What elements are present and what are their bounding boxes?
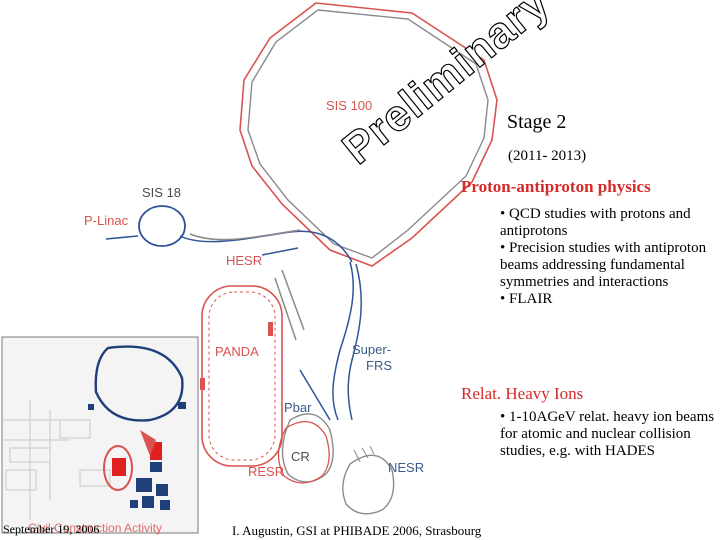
label-hesr: HESR — [226, 253, 262, 268]
plinac-line — [105, 235, 139, 240]
label-resr: RESR — [248, 464, 284, 479]
label-panda: PANDA — [215, 344, 259, 359]
sis100-ring — [239, 2, 498, 267]
stage-years: (2011- 2013) — [508, 148, 587, 164]
bullet-list-proton-antiproton: • QCD studies with protons and antiproto… — [500, 206, 715, 308]
transfer-lines — [179, 229, 362, 421]
bullet-item: • Precision studies with antiproton beam… — [500, 240, 707, 290]
section-title-heavy-ions: Relat. Heavy Ions — [461, 384, 584, 403]
label-plinac: P-Linac — [84, 213, 129, 228]
stage-title: Stage 2 — [507, 111, 567, 133]
footer-date: September 19, 2006 — [3, 522, 100, 536]
site-overview-inset — [1, 336, 199, 534]
hesr-ring — [200, 285, 283, 467]
footer-author: I. Augustin, GSI at PHIBADE 2006, Strasb… — [232, 523, 482, 538]
section-title-proton-antiproton: Proton-antiproton physics — [461, 177, 651, 196]
cr-resr-rings — [277, 413, 334, 484]
bullet-item: • QCD studies with protons and antiproto… — [500, 206, 691, 239]
sis18-ring — [105, 205, 186, 247]
label-frs: FRS — [366, 358, 392, 373]
label-sis100: SIS 100 — [326, 98, 372, 113]
label-super: Super- — [352, 342, 391, 357]
nesr-ring — [342, 445, 395, 515]
bullet-item: • 1-10AGeV relat. heavy ion beams for at… — [500, 409, 715, 459]
label-nesr: NESR — [388, 460, 424, 475]
label-sis18: SIS 18 — [142, 185, 181, 200]
label-cr: CR — [291, 449, 310, 464]
label-pbar: Pbar — [284, 400, 312, 415]
bullet-item: • FLAIR — [500, 291, 553, 307]
bullet-list-heavy-ions: • 1-10AGeV relat. heavy ion beams for at… — [500, 409, 715, 460]
footer-civil-construction: Civil Construction Activity — [28, 521, 163, 535]
